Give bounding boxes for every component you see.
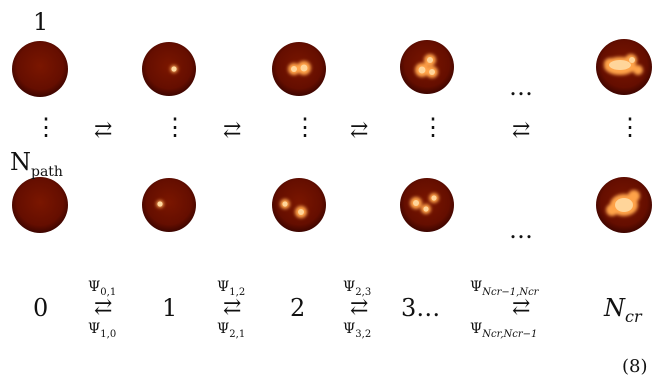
rate-forward-0: Ψ0,1 — [88, 279, 117, 298]
transition-arrow-2: ⇄ — [350, 295, 369, 320]
disk-top-1 — [142, 42, 196, 96]
disk-bottom-1 — [142, 178, 196, 232]
rate-forward-1: Ψ1,2 — [217, 279, 246, 298]
state-label-3: 3… — [401, 294, 441, 322]
vdots-col-1: ⋮ — [163, 113, 187, 141]
hdots-bottom: … — [509, 216, 533, 244]
rate-backward-0: Ψ1,0 — [88, 321, 117, 340]
disk-bottom-0 — [12, 177, 68, 233]
transition-arrow-0: ⇄ — [94, 295, 113, 320]
state-label-ncr: Ncr — [604, 294, 642, 326]
vdots-col-3: ⋮ — [421, 113, 445, 141]
exchange-arrow-3: ⇄ — [350, 118, 369, 143]
state-label-0: 0 — [33, 294, 49, 322]
rate-forward-3: ΨNcr−1,Ncr — [470, 279, 539, 298]
state-label-2: 2 — [290, 294, 306, 322]
disk-top-ncr — [596, 39, 652, 95]
rate-backward-1: Ψ2,1 — [217, 321, 246, 340]
row-label-bottom: Npath — [10, 148, 63, 180]
exchange-arrow-1: ⇄ — [94, 118, 113, 143]
exchange-arrow-4: ⇄ — [512, 118, 531, 143]
disk-bottom-3 — [400, 178, 454, 232]
equation-number: (8) — [622, 356, 648, 377]
rate-backward-3: ΨNcr,Ncr−1 — [470, 321, 538, 340]
vdots-col-4: ⋮ — [618, 113, 642, 141]
rate-backward-2: Ψ3,2 — [343, 321, 372, 340]
hdots-top: … — [509, 73, 533, 101]
vdots-col-2: ⋮ — [293, 113, 317, 141]
transition-arrow-1: ⇄ — [223, 295, 242, 320]
exchange-arrow-2: ⇄ — [223, 118, 242, 143]
disk-top-2 — [272, 42, 326, 96]
disk-bottom-2 — [272, 178, 326, 232]
vdots-col-0: ⋮ — [34, 113, 58, 141]
transition-arrow-3: ⇄ — [512, 295, 531, 320]
row-label-top: 1 — [33, 8, 49, 36]
disk-top-0 — [12, 41, 68, 97]
state-label-1: 1 — [162, 294, 178, 322]
rate-forward-2: Ψ2,3 — [343, 279, 372, 298]
disk-bottom-ncr — [596, 177, 652, 233]
disk-top-3 — [400, 40, 454, 94]
